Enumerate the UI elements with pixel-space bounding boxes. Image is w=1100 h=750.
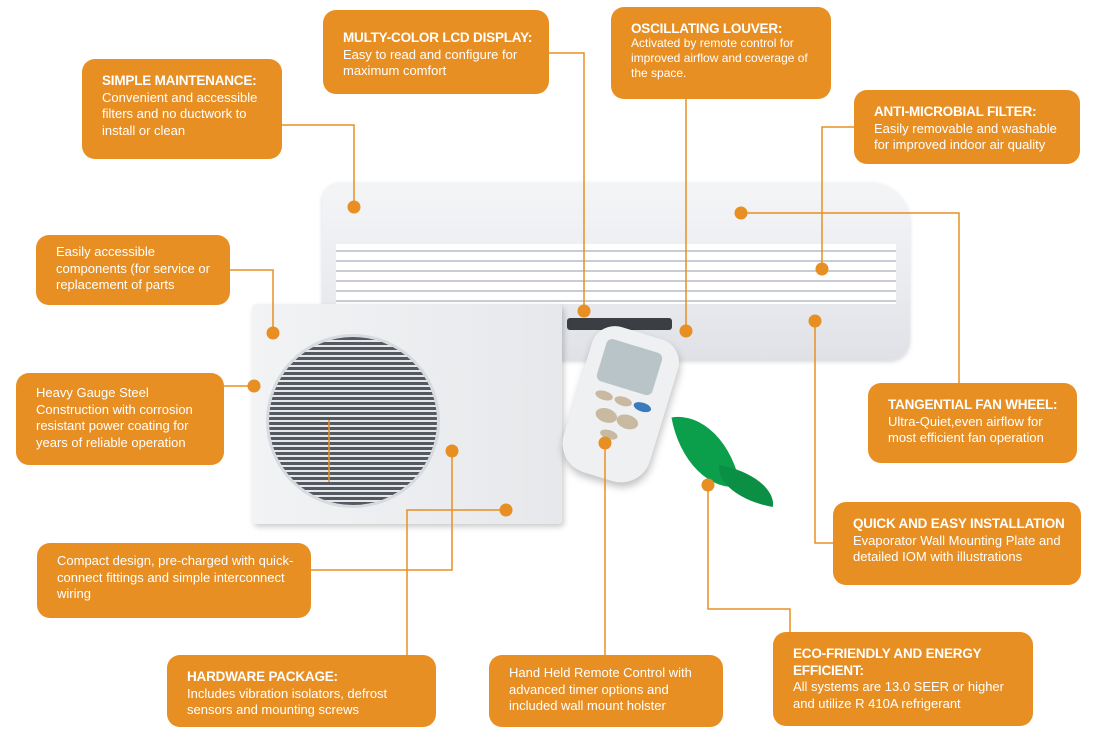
callout-description: Ultra-Quiet,even airflow for most effici… — [888, 413, 1044, 446]
callout-dot — [266, 326, 280, 340]
callout-lcd-display: MULTY-COLOR LCD DISPLAY: Easy to read an… — [323, 10, 549, 94]
callout-dot — [598, 436, 612, 450]
outdoor-unit — [252, 304, 562, 524]
connector-line — [282, 124, 355, 207]
fan-grille — [266, 334, 440, 508]
callout-eco-friendly: ECO-FRIENDLY AND ENERGY EFFICIENT: All s… — [773, 632, 1033, 726]
connector-line — [707, 485, 791, 632]
connector-line — [311, 451, 453, 571]
callout-title: ECO-FRIENDLY AND ENERGY EFFICIENT: — [793, 646, 982, 678]
callout-tangential-fan-wheel: TANGENTIAL FAN WHEEL: Ultra-Quiet,even a… — [868, 383, 1077, 463]
connector-line — [549, 52, 585, 311]
callout-title: HARDWARE PACKAGE: — [187, 669, 338, 684]
callout-description: Easy to read and configure for maximum c… — [343, 46, 518, 79]
callout-title: SIMPLE MAINTENANCE: — [102, 73, 257, 88]
callout-description: Hand Held Remote Control with advanced t… — [509, 665, 692, 713]
callout-compact-design: Compact design, pre-charged with quick-c… — [37, 543, 311, 618]
callout-title: MULTY-COLOR LCD DISPLAY: — [343, 30, 533, 45]
callout-dot — [577, 304, 591, 318]
callout-oscillating-louver: OSCILLATING LOUVER: Activated by remote … — [611, 7, 831, 99]
callout-remote-control: Hand Held Remote Control with advanced t… — [489, 655, 723, 727]
callout-description: Easily removable and washable for improv… — [874, 120, 1057, 153]
callout-quick-installation: QUICK AND EASY INSTALLATION Evaporator W… — [833, 502, 1081, 585]
callout-dot — [808, 314, 822, 328]
callout-title: QUICK AND EASY INSTALLATION — [853, 516, 1065, 531]
callout-description: Evaporator Wall Mounting Plate and detai… — [853, 532, 1061, 565]
connector-line — [230, 269, 274, 333]
callout-dot — [499, 503, 513, 517]
callout-dot — [247, 379, 261, 393]
callout-simple-maintenance: SIMPLE MAINTENANCE: Convenient and acces… — [82, 59, 282, 159]
callout-description: Heavy Gauge Steel Construction with corr… — [36, 385, 193, 450]
callout-dot — [347, 200, 361, 214]
callout-title: TANGENTIAL FAN WHEEL: — [888, 397, 1058, 412]
callout-description: Easily accessible components (for servic… — [56, 244, 210, 292]
connector-line — [814, 321, 833, 544]
callout-dot — [815, 262, 829, 276]
connector-line — [741, 212, 960, 383]
callout-anti-microbial-filter: ANTI-MICROBIAL FILTER: Easily removable … — [854, 90, 1080, 164]
callout-title: OSCILLATING LOUVER: — [631, 21, 783, 36]
callout-description: Convenient and accessible filters and no… — [102, 89, 258, 138]
connector-line — [821, 126, 854, 269]
callout-description: Includes vibration isolators, defrost se… — [187, 685, 388, 718]
louver-grille — [336, 244, 896, 304]
callout-dot — [445, 444, 459, 458]
callout-title: ANTI-MICROBIAL FILTER: — [874, 104, 1037, 119]
callout-dot — [701, 478, 715, 492]
callout-dot — [679, 324, 693, 338]
callout-hardware-package: HARDWARE PACKAGE: Includes vibration iso… — [167, 655, 436, 727]
lcd-display-panel — [567, 318, 672, 330]
callout-accessible-components: Easily accessible components (for servic… — [36, 235, 230, 305]
callout-description: Activated by remote control for improved… — [631, 36, 808, 80]
callout-dot — [734, 206, 748, 220]
callout-description: All systems are 13.0 SEER or higher and … — [793, 679, 1004, 711]
callout-description: Compact design, pre-charged with quick-c… — [57, 553, 294, 601]
callout-heavy-gauge-steel: Heavy Gauge Steel Construction with corr… — [16, 373, 224, 465]
connector-line — [406, 509, 506, 655]
